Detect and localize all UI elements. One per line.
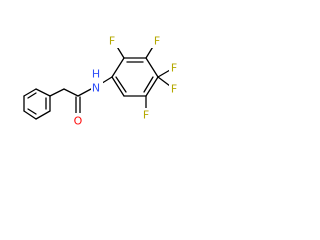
atom-label-f-bottom: F xyxy=(143,109,149,122)
atom-label-o: O xyxy=(74,115,83,128)
atom-o: O xyxy=(72,113,84,128)
molecule-diagram: N H O F F F F F xyxy=(0,0,220,148)
pentafluorophenyl-ring xyxy=(111,57,159,97)
atom-h: H xyxy=(90,67,102,81)
atom-label-f-right-top: F xyxy=(171,62,177,75)
atom-f-top-right: F xyxy=(151,34,163,48)
atom-label-f-top-right: F xyxy=(154,35,160,48)
atom-f-right-bottom: F xyxy=(169,82,181,96)
chain-bonds xyxy=(49,76,113,114)
atom-f-right-top: F xyxy=(169,61,181,75)
atom-f-top-left: F xyxy=(107,34,119,48)
atom-label-f-right-bottom: F xyxy=(171,83,177,96)
atom-n: N xyxy=(91,80,103,95)
atom-label-f-top-left: F xyxy=(109,35,115,48)
phenyl-ring xyxy=(23,88,51,120)
fluorine-bonds xyxy=(115,44,171,111)
atom-label-n: N xyxy=(92,82,100,95)
structure-svg: N H O F F F F F xyxy=(23,34,181,128)
atom-label-h: H xyxy=(92,68,100,81)
atom-f-bottom: F xyxy=(140,108,152,122)
